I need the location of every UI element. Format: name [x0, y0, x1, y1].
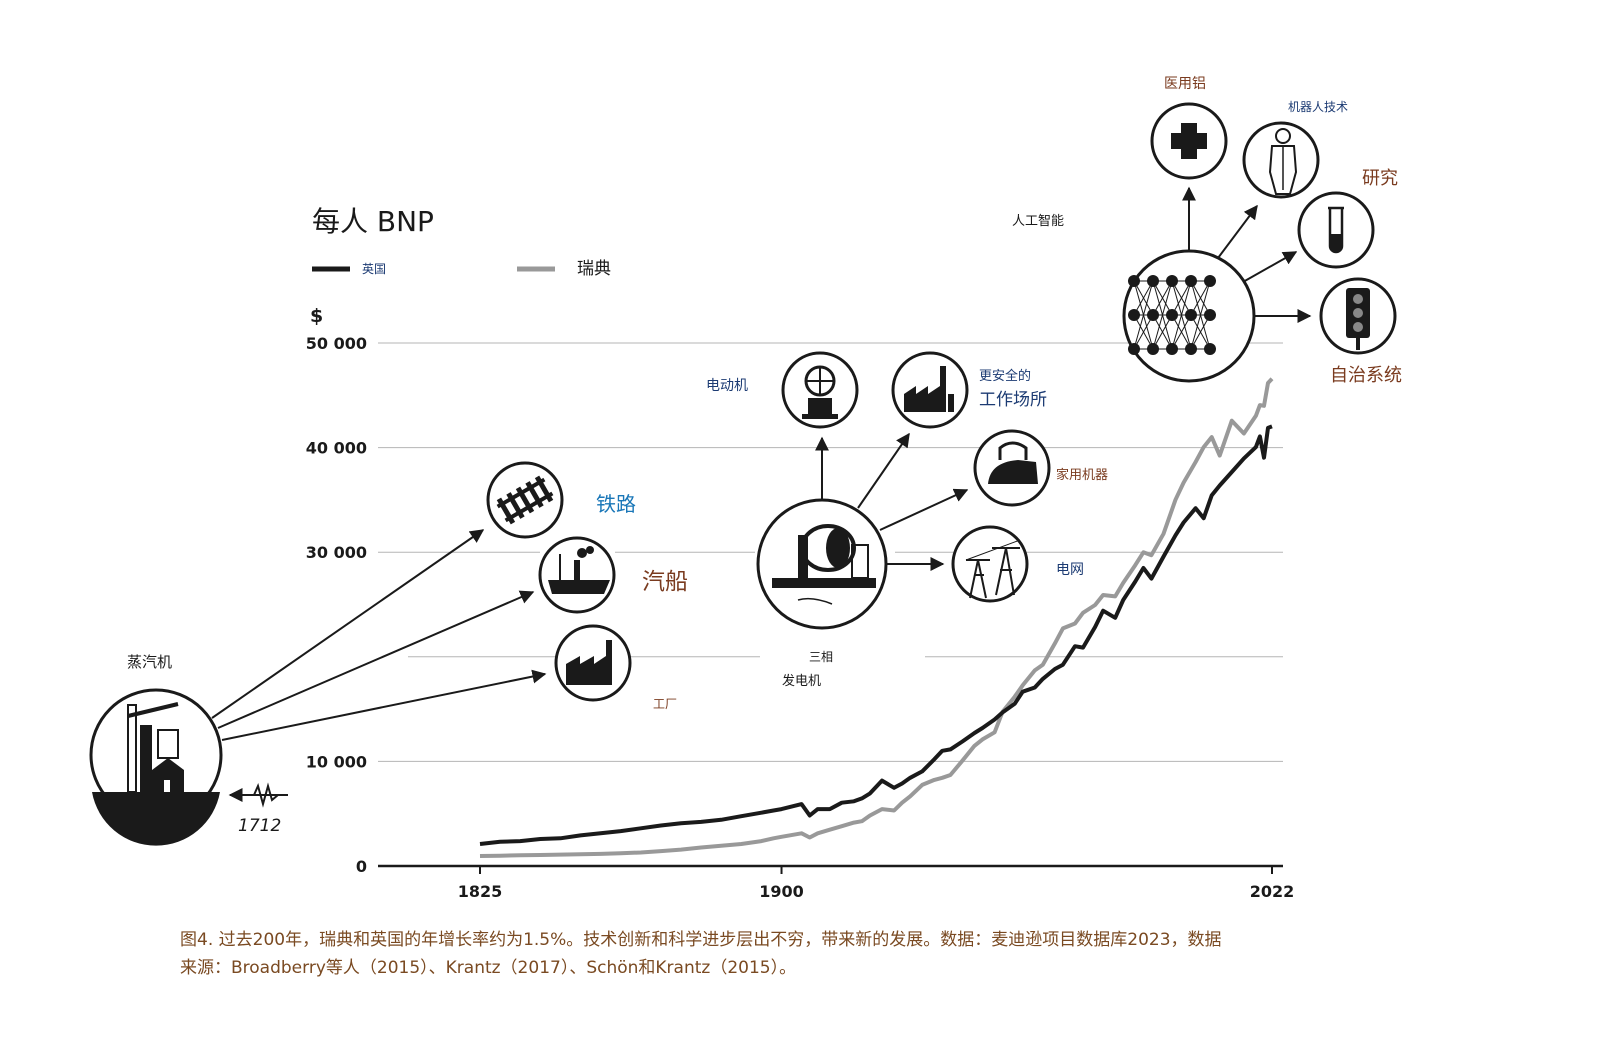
steamship-icon	[538, 536, 616, 614]
label-three-phase: 三相	[809, 650, 833, 664]
series-line-uk	[479, 424, 1273, 846]
y-tick-label: 50 000	[306, 334, 367, 353]
label-autonomous: 自治系统	[1330, 365, 1402, 386]
series-lines	[479, 377, 1274, 858]
label-electric-motor: 电动机	[706, 378, 748, 394]
test-tube-icon	[1297, 191, 1375, 269]
robot-icon	[1242, 121, 1320, 199]
label-ai: 人工智能	[1012, 214, 1064, 229]
nn-node	[1204, 275, 1216, 287]
x-tick-label: 1825	[458, 882, 503, 901]
label-safer: 更安全的	[979, 368, 1031, 384]
label-generator: 发电机	[782, 673, 821, 689]
nn-node	[1166, 275, 1178, 287]
label-railway: 铁路	[596, 492, 636, 516]
x-tick-labels: 1825 1900 2022	[458, 866, 1295, 901]
y-tick-label: 0	[356, 857, 367, 876]
label-steamship: 汽船	[642, 569, 688, 595]
figure-caption: 图4. 过去200年，瑞典和英国的年增长率约为1.5%。技术创新和科学进步层出不…	[180, 926, 1340, 982]
label-robot: 机器人技术	[1288, 100, 1348, 114]
legend-label-uk: 英国	[362, 262, 386, 276]
y-axis-unit: $	[310, 305, 323, 327]
medical-cross-icon	[1150, 102, 1228, 180]
nn-node	[1147, 343, 1159, 355]
label-research: 研究	[1362, 168, 1398, 189]
nn-node	[1128, 343, 1140, 355]
generator-icon	[756, 498, 888, 630]
y-tick-label: 40 000	[306, 439, 367, 458]
label-1712: 1712	[238, 816, 281, 836]
nn-node	[1128, 275, 1140, 287]
nn-node	[1185, 275, 1197, 287]
label-steam-engine: 蒸汽机	[127, 653, 172, 671]
railway-track-icon	[486, 461, 564, 539]
label-medical: 医用铝	[1164, 76, 1206, 92]
legend-label-sweden: 瑞典	[577, 259, 611, 279]
household-machine-icon	[973, 429, 1051, 507]
power-grid-icon	[951, 525, 1029, 603]
label-power-grid: 电网	[1056, 562, 1084, 578]
label-workplace: 工作场所	[979, 390, 1047, 410]
electric-motor-icon	[781, 351, 859, 429]
nn-node	[1166, 309, 1178, 321]
caption-line-1: 图4. 过去200年，瑞典和英国的年增长率约为1.5%。技术创新和科学进步层出不…	[180, 930, 1222, 950]
y-tick-label: 30 000	[306, 543, 367, 562]
nn-node	[1185, 343, 1197, 355]
y-tick-labels: 0 10 000 30 000 40 000 50 000	[306, 334, 367, 876]
x-tick-label: 1900	[759, 882, 804, 901]
nn-node	[1185, 309, 1197, 321]
caption-line-2: 来源：Broadberry等人（2015）、Krantz（2017）、Schön…	[180, 958, 797, 978]
neural-network-icon	[1122, 249, 1256, 383]
series-line-sweden	[479, 377, 1274, 858]
nn-node	[1147, 275, 1159, 287]
x-tick-label: 2022	[1250, 882, 1295, 901]
nn-node	[1204, 343, 1216, 355]
factory-icon	[554, 624, 632, 702]
safe-workplace-icon	[891, 351, 969, 429]
steam-engine-icon	[89, 688, 223, 846]
legend: 英国 瑞典	[312, 259, 611, 279]
label-factory: 工厂	[653, 697, 677, 711]
nn-node	[1128, 309, 1140, 321]
y-tick-label: 10 000	[306, 752, 367, 771]
nn-node	[1166, 343, 1178, 355]
traffic-light-icon	[1319, 277, 1397, 355]
label-household: 家用机器	[1056, 467, 1108, 483]
nn-node	[1147, 309, 1159, 321]
nn-node	[1204, 309, 1216, 321]
chart-title: 每人 BNP	[312, 205, 434, 238]
spark-symbol	[246, 782, 288, 808]
connector-arrows	[211, 186, 1312, 802]
